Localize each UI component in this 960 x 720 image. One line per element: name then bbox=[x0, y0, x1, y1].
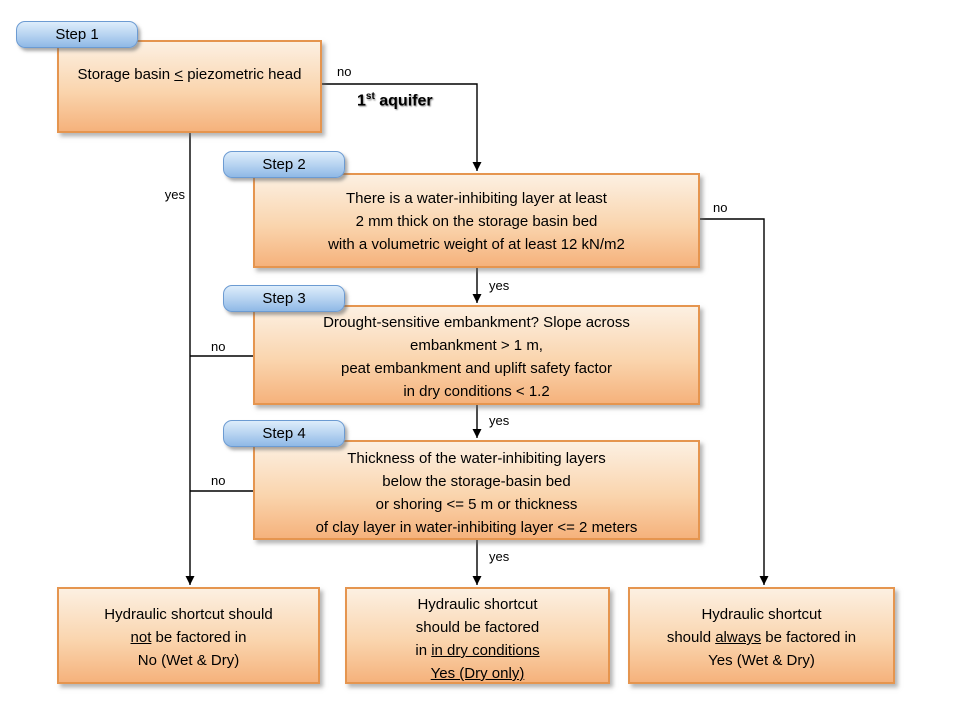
edge-label-step4-no: no bbox=[211, 473, 226, 488]
step3-badge: Step 3 bbox=[223, 285, 345, 312]
arrow-step2-no-to-outcome-always bbox=[700, 218, 769, 585]
edge-label-step3-yes: yes bbox=[489, 413, 510, 428]
step4-badge: Step 4 bbox=[223, 420, 345, 447]
step4-box: Thickness of the water-inhibiting layers… bbox=[253, 440, 700, 540]
step1-badge: Step 1 bbox=[16, 21, 138, 48]
step3-box: Drought-sensitive embankment? Slope acro… bbox=[253, 305, 700, 405]
step2-badge: Step 2 bbox=[223, 151, 345, 178]
edge-label-step2-yes: yes bbox=[489, 278, 510, 293]
edge-label-step2-no: no bbox=[713, 200, 728, 215]
edge-label-first-aquifer: 1st aquifer bbox=[357, 91, 433, 110]
step2-box: There is a water-inhibiting layer at lea… bbox=[253, 173, 700, 268]
step1-box: Storage basin < piezometric head bbox=[57, 40, 322, 133]
edge-label-step4-yes: yes bbox=[489, 549, 510, 564]
edge-label-step3-no: no bbox=[211, 339, 226, 354]
arrow-step1-no-to-step2 bbox=[322, 83, 482, 171]
edge-label-step1-no: no bbox=[337, 64, 352, 79]
edge-label-step1-yes: yes bbox=[164, 187, 185, 202]
